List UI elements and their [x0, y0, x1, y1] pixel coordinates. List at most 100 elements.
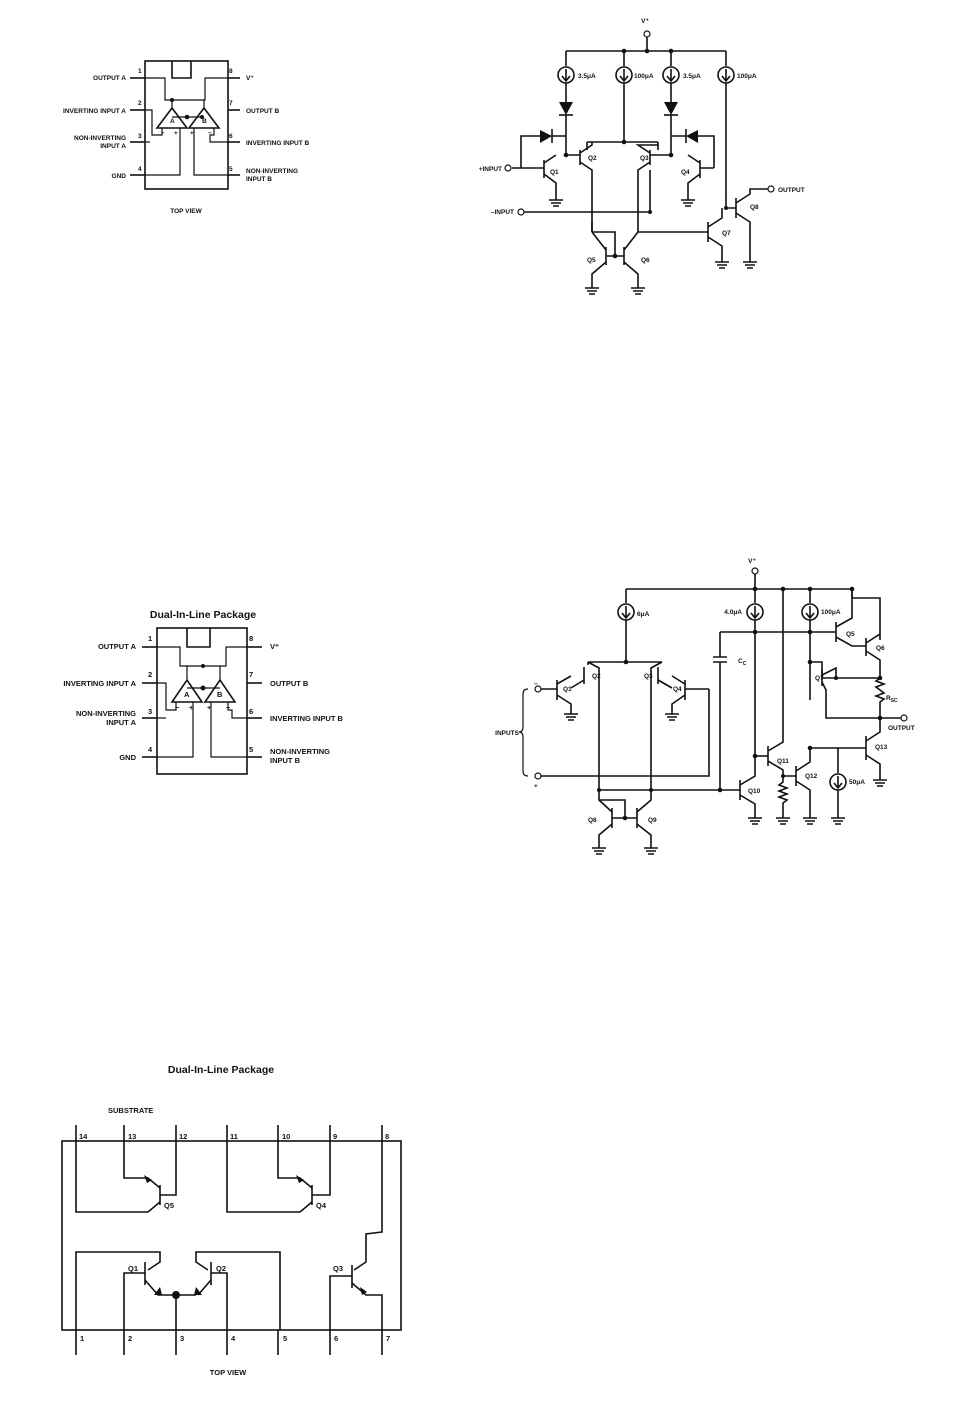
amp-a-label: A: [170, 118, 175, 125]
pin-6-label: INVERTING INPUT B: [246, 140, 310, 147]
s1-current-4: 100μA: [737, 73, 757, 80]
pin-5-label-line1: NON-INVERTING: [246, 168, 298, 175]
package-notch: [171, 61, 192, 79]
pin-7-num: 7: [229, 100, 233, 107]
s1-vplus: V⁺: [641, 18, 649, 25]
top-view-caption-2: TOP VIEW: [210, 1368, 247, 1377]
pin-3-label-line1: NON-INVERTING: [74, 135, 126, 142]
s1-q8: Q8: [750, 204, 759, 211]
d2-pin-1-label: OUTPUT A: [98, 642, 137, 651]
s2-rsc: RSC: [886, 695, 898, 704]
bottom-pin-2: 2: [128, 1334, 132, 1343]
pin-4-num: 4: [138, 166, 142, 173]
s2-q1: Q1: [563, 686, 572, 693]
s1-plus-input: +INPUT: [479, 166, 502, 173]
s1-q4: Q4: [681, 169, 690, 176]
amp-a-plus: +: [174, 130, 178, 137]
current-source-4: [717, 51, 735, 195]
d2-pin-8-num: 8: [249, 634, 253, 643]
substrate-label: SUBSTRATE: [108, 1106, 153, 1115]
d2-amp-b-plus: +: [207, 703, 212, 712]
d3-q3: Q3: [333, 1264, 343, 1273]
dip-title-2: Dual-In-Line Package: [168, 1064, 274, 1076]
pin-1-num: 1: [138, 68, 142, 75]
s2-current-1: 6μA: [637, 611, 650, 618]
s1-q2: Q2: [588, 155, 597, 162]
s1-current-1: 3.5μA: [578, 73, 596, 80]
bottom-pin-4: 4: [231, 1334, 236, 1343]
pinout-diagram-small: [130, 60, 240, 190]
s2-q7: Q7: [815, 675, 824, 682]
schematic-2: [518, 567, 908, 855]
d2-pin-5-label-line1: NON-INVERTING: [270, 747, 330, 756]
dip-title-1: Dual-In-Line Package: [150, 609, 256, 621]
pinout-diagram-dip: [142, 627, 262, 775]
s1-q1: Q1: [550, 169, 559, 176]
s2-q8: Q8: [588, 817, 597, 824]
pin-6-num: 6: [229, 133, 233, 140]
s2-q2: Q2: [592, 673, 601, 680]
ic-package-body-2: [156, 627, 248, 775]
bottom-pin-5: 5: [283, 1334, 287, 1343]
s2-cap: CC: [738, 658, 747, 667]
s2-q13: Q13: [875, 744, 888, 751]
d3-q2: Q2: [216, 1264, 226, 1273]
pin-3-label-line2: INPUT A: [100, 143, 126, 150]
d3-q5: Q5: [164, 1201, 174, 1210]
s2-q10: Q10: [748, 788, 761, 795]
s2-current-2: 4.0μA: [724, 609, 742, 616]
pin-8-num: 8: [229, 68, 233, 75]
s1-output: OUTPUT: [778, 187, 805, 194]
s2-q9: Q9: [648, 817, 657, 824]
d2-pin-6-label: INVERTING INPUT B: [270, 714, 344, 723]
top-pin-13: 13: [128, 1132, 136, 1141]
d3-q4: Q4: [316, 1201, 327, 1210]
top-pin-12: 12: [179, 1132, 187, 1141]
d2-pin-6-num: 6: [249, 707, 253, 716]
pin-4-label: GND: [112, 173, 127, 180]
amp-a-minus: −: [161, 130, 165, 137]
d2-pin-7-num: 7: [249, 670, 253, 679]
d2-pin-4-label: GND: [119, 753, 136, 762]
s2-output: OUTPUT: [888, 725, 915, 732]
bottom-pin-6: 6: [334, 1334, 338, 1343]
s2-inputs: INPUTS: [495, 730, 520, 737]
d2-amp-b-minus: −: [226, 703, 231, 712]
s2-q5: Q5: [846, 631, 855, 638]
top-view-caption-1: TOP VIEW: [170, 208, 202, 215]
pin-3-num: 3: [138, 133, 142, 140]
d2-pin-3-label-line2: INPUT A: [106, 718, 136, 727]
transistor-array-diagram: [61, 1125, 402, 1355]
d2-pin-2-num: 2: [148, 670, 152, 679]
s2-q4: Q4: [673, 686, 682, 693]
d2-amp-b: B: [217, 690, 223, 699]
pin-1-label: OUTPUT A: [93, 75, 126, 82]
s1-current-3: 3.5μA: [683, 73, 701, 80]
s2-current-3: 100μA: [821, 609, 841, 616]
bottom-pin-1: 1: [80, 1334, 84, 1343]
bottom-pin-3: 3: [180, 1334, 184, 1343]
ic-package-body-3: [61, 1140, 402, 1331]
current-source-3: [662, 51, 680, 155]
amp-b-minus: −: [208, 130, 212, 137]
current-source-2: [615, 51, 633, 142]
s2-q3: Q3: [644, 673, 653, 680]
s1-q7: Q7: [722, 230, 731, 237]
amplifier-a-symbol-2: [170, 678, 204, 703]
d2-pin-8-label: V⁺: [270, 642, 279, 651]
pin-8-label: V⁺: [246, 75, 254, 82]
d2-amp-a: A: [184, 690, 190, 699]
pin-2-label: INVERTING INPUT A: [63, 108, 126, 115]
top-pin-11: 11: [230, 1132, 238, 1141]
d2-pin-4-num: 4: [148, 745, 153, 754]
pin-7-label: OUTPUT B: [246, 108, 280, 115]
amplifier-a-symbol: [155, 106, 189, 129]
d2-pin-3-num: 3: [148, 707, 152, 716]
s1-q5: Q5: [587, 257, 596, 264]
top-pin-14: 14: [79, 1132, 88, 1141]
top-pin-10: 10: [282, 1132, 290, 1141]
bottom-pin-7: 7: [386, 1334, 390, 1343]
d2-pin-3-label-line1: NON-INVERTING: [76, 709, 136, 718]
schematic-1: [504, 30, 775, 295]
top-pin-8: 8: [385, 1132, 389, 1141]
